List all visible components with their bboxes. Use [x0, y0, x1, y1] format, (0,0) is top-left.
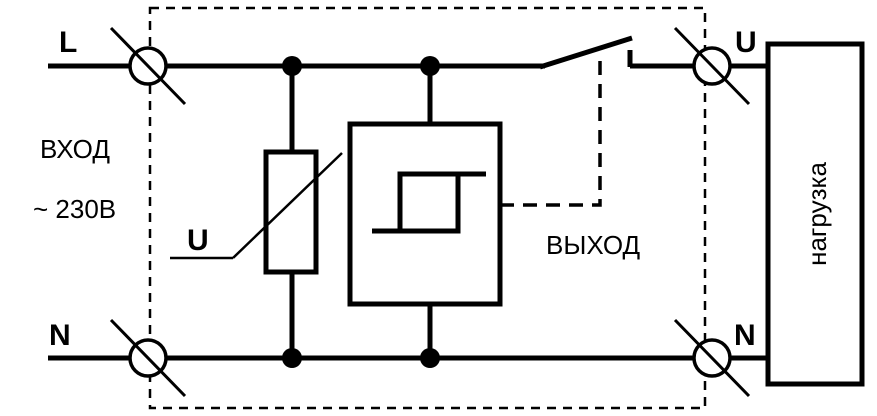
threshold-relay-block: [347, 121, 503, 307]
line-in-label: L: [59, 26, 77, 59]
load-label: нагрузка: [802, 162, 832, 266]
varistor-label: U: [187, 224, 209, 257]
relay-contact-blade: [539, 35, 633, 70]
neutral-in-label: N: [49, 319, 71, 352]
line-out-label: U: [735, 26, 757, 59]
terminal-neutral-out: [673, 318, 751, 398]
terminal-neutral-in: [109, 318, 187, 398]
load-box: [765, 41, 865, 387]
varistor-body: [263, 149, 319, 275]
hysteresis-symbol-inner: [397, 171, 458, 231]
neutral-out-label: N: [734, 319, 756, 352]
hysteresis-symbol: [372, 171, 486, 234]
relay-mechanical-link: [500, 52, 602, 207]
terminal-line-in: [109, 26, 187, 106]
terminal-line-out: [673, 26, 751, 106]
junction-dot: [420, 56, 440, 76]
junction-dot: [282, 56, 302, 76]
output-title: ВЫХОД: [546, 230, 640, 260]
device-enclosure: [148, 6, 707, 410]
input-voltage: ~ 230В: [33, 194, 116, 224]
junction-dot: [282, 348, 302, 368]
junction-dot: [420, 348, 440, 368]
input-title: ВХОД: [40, 134, 110, 164]
varistor-slash: [232, 152, 343, 259]
